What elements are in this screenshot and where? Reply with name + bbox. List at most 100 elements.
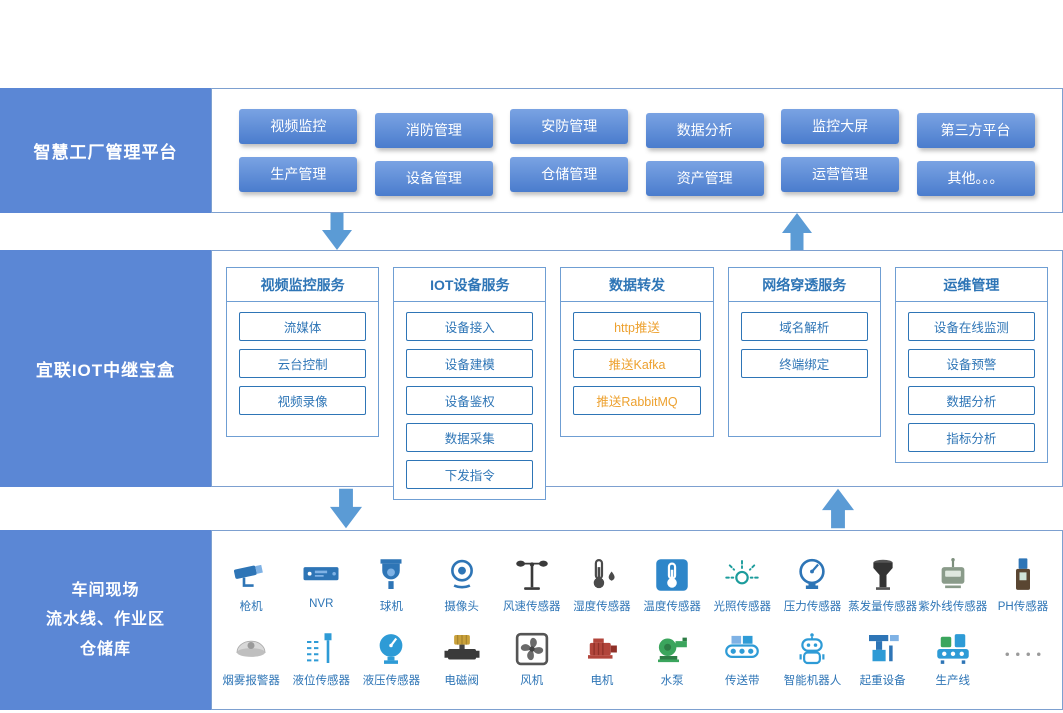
conveyor-icon: [721, 628, 763, 670]
device-item: 温度传感器: [637, 554, 707, 613]
site-band-body: 枪机 NVR 球机 摄像头 风速传感器湿度传感器温度传感器光照传感器压力传感器蒸发量传感…: [211, 530, 1063, 710]
service-item: 数据分析: [907, 386, 1036, 415]
device-label: NVR: [309, 597, 334, 610]
bullet-camera-icon: [230, 554, 272, 596]
module-button: 第三方平台: [916, 113, 1035, 149]
evaporation-sensor-icon: [862, 554, 904, 596]
dome-camera-icon: [370, 554, 412, 596]
device-label: 液压传感器: [362, 675, 421, 688]
solenoid-valve-icon: [441, 628, 483, 670]
humidity-sensor-icon: [581, 554, 623, 596]
platform-modules: 视频监控消防管理安防管理数据分析监控大屏第三方平台生产管理设备管理仓储管理资产管…: [212, 89, 1062, 212]
device-item: 压力传感器: [777, 554, 847, 613]
site-band-title-line2: 流水线、作业区: [45, 611, 165, 629]
platform-band-label: 智慧工厂管理平台: [0, 88, 211, 213]
service-item: 终端绑定: [740, 349, 868, 378]
device-label: 风速传感器: [503, 600, 561, 613]
platform-module-row: 视频监控消防管理安防管理数据分析监控大屏第三方平台: [222, 109, 1052, 149]
light-sensor-icon: [721, 554, 763, 596]
gateway-band-label: 宜联IOT中继宝盒: [0, 250, 211, 487]
module-button: 消防管理: [374, 113, 493, 149]
service-item: 设备鉴权: [406, 386, 534, 415]
service-column-items: 流媒体云台控制视频录像: [227, 302, 378, 425]
device-label: 温度传感器: [643, 600, 701, 613]
module-button: 视频监控: [239, 109, 358, 145]
device-item: 风机: [497, 628, 567, 688]
up-arrow-icon: [822, 487, 854, 530]
device-item: 烟雾报警器: [216, 628, 286, 687]
device-label: 电磁阀: [444, 675, 479, 688]
device-label: 球机: [379, 600, 403, 613]
hydraulic-sensor-icon: [370, 628, 412, 670]
service-item: 流媒体: [239, 312, 367, 341]
device-label: 枪机: [239, 600, 263, 613]
module-button: 安防管理: [510, 109, 629, 145]
device-item: 生产线: [918, 628, 988, 688]
device-item: 液位传感器: [286, 628, 356, 688]
service-column-title: IOT设备服务: [394, 268, 546, 302]
site-band-label: 车间现场 流水线、作业区 仓储库: [0, 530, 211, 710]
device-label: 湿度传感器: [573, 600, 631, 613]
up-arrow-icon: [782, 213, 812, 250]
device-label: 起重设备: [859, 675, 906, 688]
device-label: 水泵: [660, 675, 684, 688]
device-item: 水泵: [637, 628, 707, 688]
down-arrow-icon: [322, 213, 352, 250]
device-label: 传送带: [725, 675, 760, 688]
crane-icon: [862, 628, 904, 670]
service-column-title: 网络穿透服务: [728, 268, 880, 302]
device-item: 蒸发量传感器: [848, 554, 918, 613]
module-button: 其他。。。: [916, 160, 1035, 196]
service-item: 推送RabbitMQ: [573, 386, 701, 415]
device-item: 枪机: [216, 554, 286, 613]
device-label: 风机: [520, 675, 544, 688]
service-column: 网络穿透服务域名解析终端绑定: [727, 267, 881, 437]
service-column: IOT设备服务设备接入设备建模设备鉴权数据采集下发指令: [393, 267, 547, 500]
fan-icon: [511, 628, 553, 670]
service-item: 推送Kafka: [573, 349, 701, 378]
device-item: [988, 628, 1058, 686]
platform-module-row: 生产管理设备管理仓储管理资产管理运营管理其他。。。: [222, 156, 1052, 196]
device-label: 摄像头: [444, 600, 479, 613]
site-band-title-line1: 车间现场: [71, 581, 140, 599]
service-column-items: 域名解析终端绑定: [729, 302, 880, 388]
uv-sensor-icon: [932, 554, 974, 596]
production-line-icon: [932, 628, 974, 670]
module-button: 设备管理: [374, 160, 493, 196]
device-label: 液位传感器: [292, 675, 351, 688]
module-button: 仓储管理: [510, 156, 629, 192]
device-label: 压力传感器: [783, 600, 842, 613]
device-item: PH传感器: [988, 554, 1058, 613]
liquid-level-sensor-icon: [300, 628, 342, 670]
device-item: 电磁阀: [427, 628, 497, 688]
service-column: 视频监控服务流媒体云台控制视频录像: [226, 267, 380, 437]
device-label: 紫外线传感器: [918, 600, 988, 613]
service-column-items: 设备在线监测设备预警数据分析指标分析: [896, 302, 1047, 462]
device-item: 球机: [356, 554, 426, 613]
temperature-sensor-icon: [651, 554, 693, 596]
module-button: 数据分析: [645, 113, 764, 149]
device-label: 光照传感器: [713, 600, 772, 613]
service-item: 设备预警: [907, 349, 1036, 378]
site-band: 车间现场 流水线、作业区 仓储库 枪机 NVR 球机 摄像头 风速传感器湿度传感器温度传…: [0, 530, 1063, 710]
module-button: 监控大屏: [781, 109, 900, 145]
service-item: http推送: [573, 312, 701, 341]
nvr-icon: [300, 554, 342, 596]
service-column-items: http推送推送Kafka 推送RabbitMQ: [561, 302, 712, 425]
service-item: 视频录像: [239, 386, 367, 415]
device-label: PH传感器: [997, 600, 1049, 613]
device-item: 光照传感器: [707, 554, 777, 613]
service-item: 设备在线监测: [907, 312, 1036, 341]
device-label: 蒸发量传感器: [848, 600, 918, 613]
device-item: 风速传感器: [497, 554, 567, 613]
device-label: 生产线: [935, 675, 971, 688]
service-column-title: 视频监控服务: [227, 268, 379, 302]
gateway-band-title: 宜联IOT中继宝盒: [35, 361, 176, 380]
service-item: 设备接入: [406, 312, 534, 341]
service-column: 运维管理设备在线监测设备预警数据分析指标分析: [894, 267, 1049, 463]
service-item: 云台控制: [239, 349, 367, 378]
